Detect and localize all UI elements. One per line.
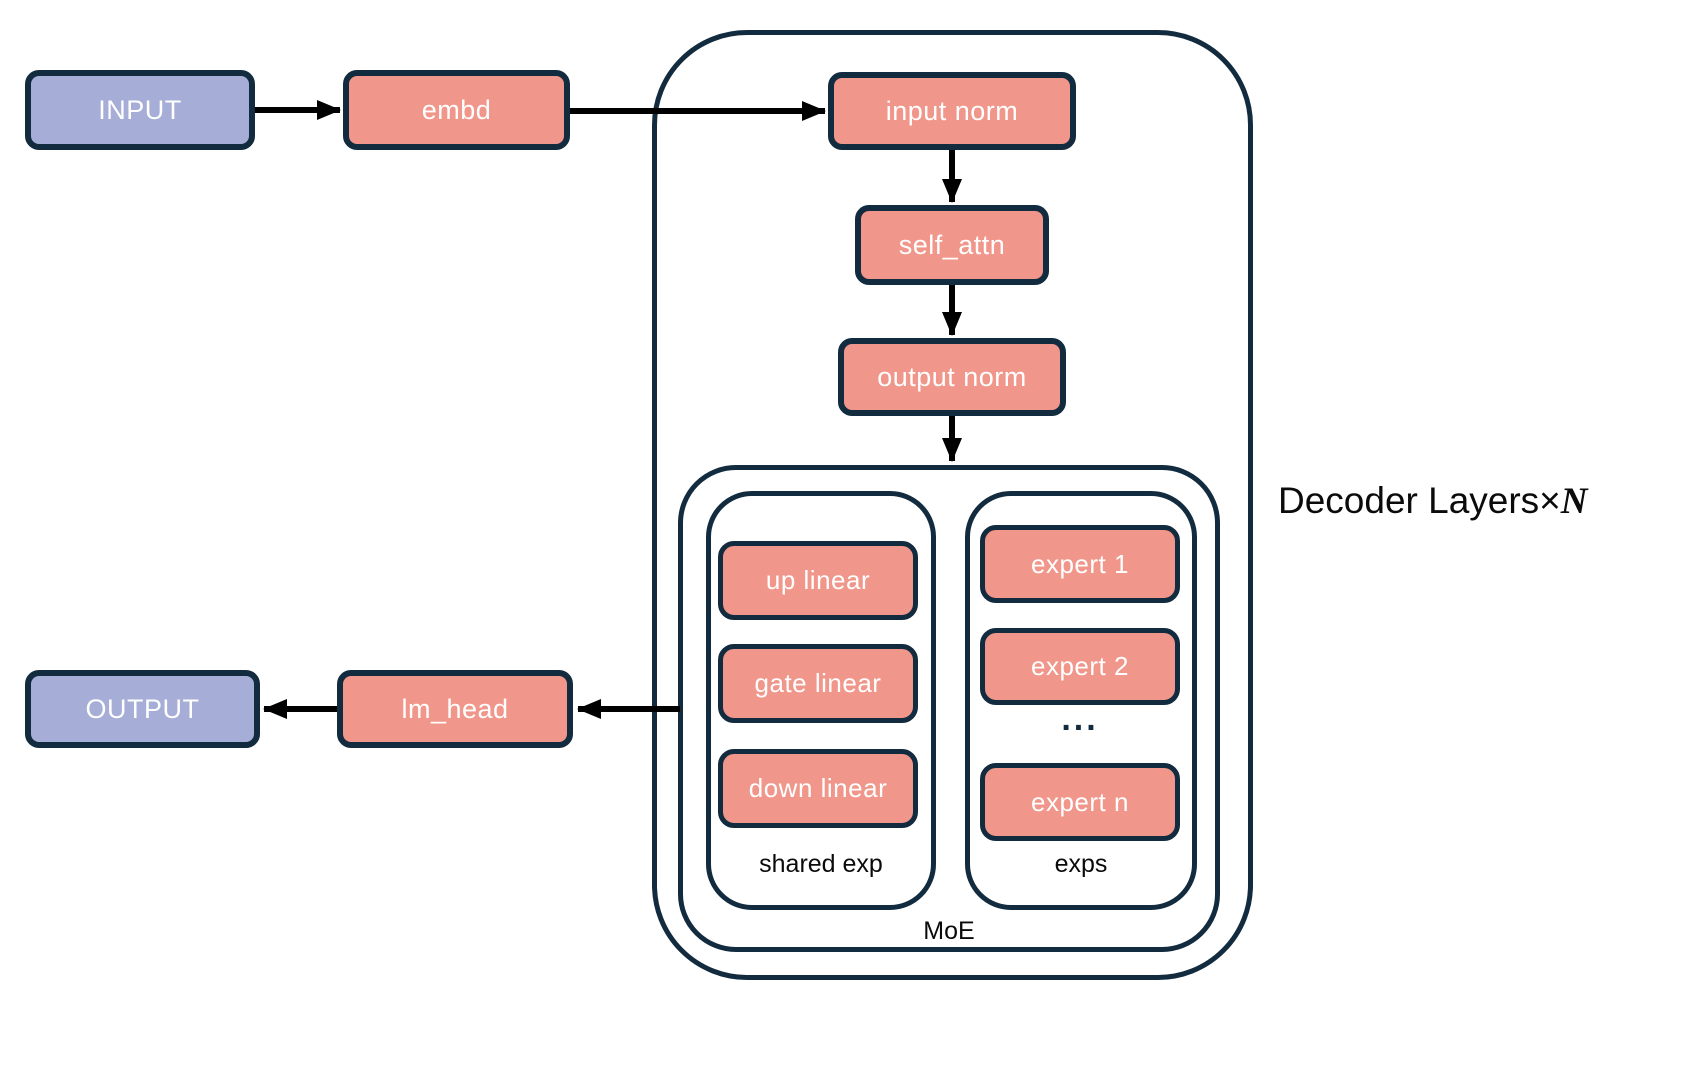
output-norm-node-label: output norm: [877, 361, 1027, 392]
input-node-label: INPUT: [98, 94, 182, 125]
down-linear-node: down linear: [718, 749, 918, 828]
self-attn-node: self_attn: [855, 205, 1049, 285]
expert-1-node-label: expert 1: [1031, 548, 1129, 579]
decoder-layers-container: [652, 30, 1253, 980]
input-node: INPUT: [25, 70, 255, 150]
shared-exp-caption: shared exp: [759, 850, 883, 878]
shared-exp-container: [706, 491, 936, 910]
embd-node-label: embd: [421, 94, 492, 125]
decoder-layers-caption-text: Decoder Layers×: [1278, 480, 1561, 521]
lm-head-node-label: lm_head: [401, 693, 509, 724]
up-linear-node: up linear: [718, 541, 918, 620]
expert-1-node: expert 1: [980, 525, 1180, 603]
expert-2-node-label: expert 2: [1031, 651, 1129, 681]
moe-container: [678, 465, 1220, 952]
gate-linear-node-label: gate linear: [754, 668, 882, 698]
input-norm-node: input norm: [828, 72, 1076, 150]
up-linear-node-label: up linear: [765, 565, 871, 595]
gate-linear-node: gate linear: [718, 644, 918, 723]
expert-n-node: expert n: [980, 763, 1180, 841]
output-node: OUTPUT: [25, 670, 260, 748]
output-norm-node: output norm: [838, 338, 1066, 416]
lm-head-node: lm_head: [337, 670, 573, 748]
moe-caption: MoE: [923, 917, 975, 945]
self-attn-node-label: self_attn: [898, 229, 1006, 260]
decoder-layers-caption: Decoder Layers×N: [1278, 480, 1588, 523]
exps-caption: exps: [1054, 850, 1108, 878]
output-node-label: OUTPUT: [85, 693, 200, 724]
embd-node: embd: [343, 70, 570, 150]
expert-2-node: expert 2: [980, 628, 1180, 705]
experts-ellipsis: ...: [1061, 700, 1099, 738]
exps-container: [965, 491, 1197, 910]
input-norm-node-label: input norm: [885, 95, 1019, 126]
expert-n-node-label: expert n: [1031, 786, 1129, 817]
decoder-layers-n-variable: N: [1560, 481, 1588, 522]
down-linear-node-label: down linear: [748, 773, 888, 803]
